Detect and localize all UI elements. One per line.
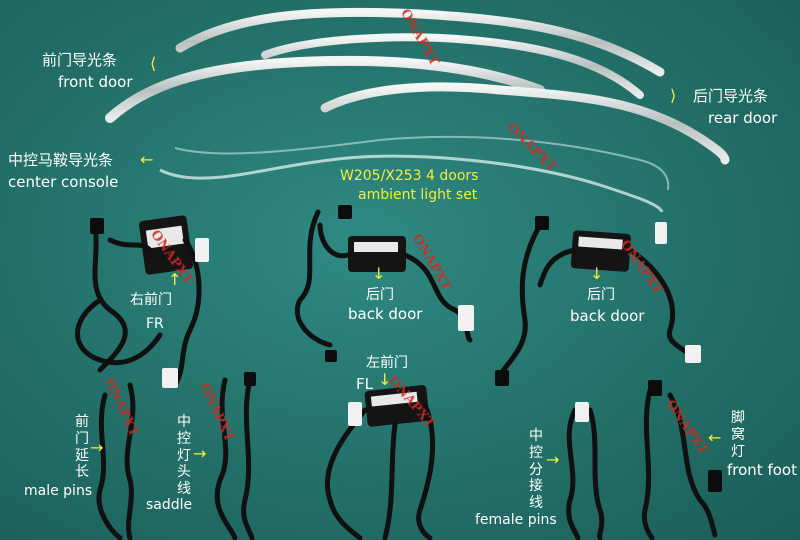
fr-label-en: FR <box>146 316 164 332</box>
white-connectors <box>162 222 701 426</box>
center-console-label-en: center console <box>8 173 119 191</box>
control-box-back-right <box>570 230 631 272</box>
male-pins-arrow-icon: → <box>90 438 104 457</box>
rear-door-label-cn: 后门导光条 <box>693 87 769 105</box>
front-door-label-cn: 前门导光条 <box>42 51 118 69</box>
front-door-strip-upper <box>175 7 665 77</box>
saddle-arrow-icon: → <box>193 444 207 463</box>
control-box-fl <box>364 385 430 427</box>
male-pins-label-en: male pins <box>24 483 93 499</box>
wiring-harnesses <box>75 209 718 540</box>
saddle-label-cn: 中控灯头线 <box>177 414 191 498</box>
back-door-right-arrow-icon: ↓ <box>590 264 604 283</box>
back-door-left-label-en: back door <box>348 305 423 323</box>
center-console-strip <box>159 135 670 213</box>
rear-door-strip-upper <box>261 33 644 99</box>
front-door-label-en: front door <box>58 73 133 91</box>
front-foot-arrow-icon: ← <box>708 428 722 447</box>
fl-label-cn: 左前门 <box>366 355 408 371</box>
front-foot-label-en: front foot <box>727 461 797 479</box>
back-door-left-label-cn: 后门 <box>366 287 394 303</box>
rear-door-arrow-icon: ⟩ <box>670 86 677 105</box>
rear-door-strip-lower <box>320 82 730 165</box>
female-pins-label-cn: 中控分接线 <box>529 428 543 512</box>
rear-door-label-en: rear door <box>708 109 778 127</box>
control-box-back-left <box>348 236 406 272</box>
female-pins-arrow-icon: → <box>546 450 560 469</box>
front-door-strip-lower <box>105 55 545 123</box>
control-box-fr <box>138 215 194 275</box>
center-console-arrow-icon: ← <box>140 150 154 169</box>
black-connectors <box>90 205 722 492</box>
front-foot-label-cn: 脚窝灯 <box>731 410 745 460</box>
model-title: W205/X253 4 doors <box>340 168 479 184</box>
model-subtitle: ambient light set <box>358 187 478 203</box>
fr-label-cn: 右前门 <box>130 292 172 308</box>
female-pins-label-en: female pins <box>475 512 557 528</box>
fl-label-en: FL <box>356 375 373 393</box>
back-door-right-label-cn: 后门 <box>587 287 615 303</box>
fr-arrow-icon: ↑ <box>168 270 182 289</box>
back-door-left-arrow-icon: ↓ <box>372 264 386 283</box>
fl-arrow-icon: ↓ <box>378 370 392 389</box>
front-door-arrow-icon: ⟨ <box>150 54 157 73</box>
back-door-right-label-en: back door <box>570 307 645 325</box>
saddle-label-en: saddle <box>146 497 193 513</box>
male-pins-label-cn: 前门延长 <box>75 414 89 481</box>
center-console-label-cn: 中控马鞍导光条 <box>8 151 114 169</box>
